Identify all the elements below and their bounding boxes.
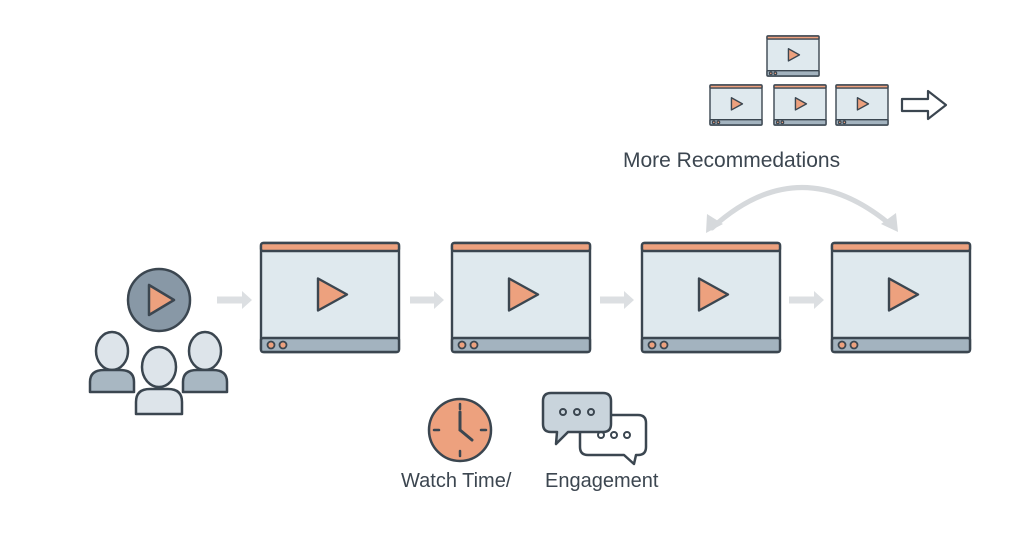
play-icon [316,277,349,312]
chat-bubbles-icon [541,391,648,466]
play-icon [794,97,808,111]
recommendation-thumbnail-icon [709,84,763,126]
play-icon [730,97,744,111]
video-player-icon [450,241,592,354]
audience-icon [88,267,229,416]
outline-arrow-icon [900,89,948,121]
curved-double-arrow-icon [706,185,898,233]
recommendation-thumbnails [709,35,889,126]
play-icon [507,277,540,312]
engagement-label: Engagement [545,470,659,492]
play-icon [697,277,730,312]
recommendation-thumbnail-icon [773,84,827,126]
recommendation-thumbnail-icon [835,84,889,126]
recommendation-thumbnail-icon [766,35,820,77]
play-icon [856,97,870,111]
video-player-icon [640,241,782,354]
clock-icon [427,397,493,463]
play-icon [887,277,920,312]
video-sequence [259,241,972,354]
video-player-icon [830,241,972,354]
more-recommendations-label: More Recommedations [623,149,841,172]
watch-time-label: Watch Time/ [401,470,512,492]
video-player-icon [259,241,401,354]
sequence-arrows [217,291,824,309]
play-icon [787,48,801,62]
